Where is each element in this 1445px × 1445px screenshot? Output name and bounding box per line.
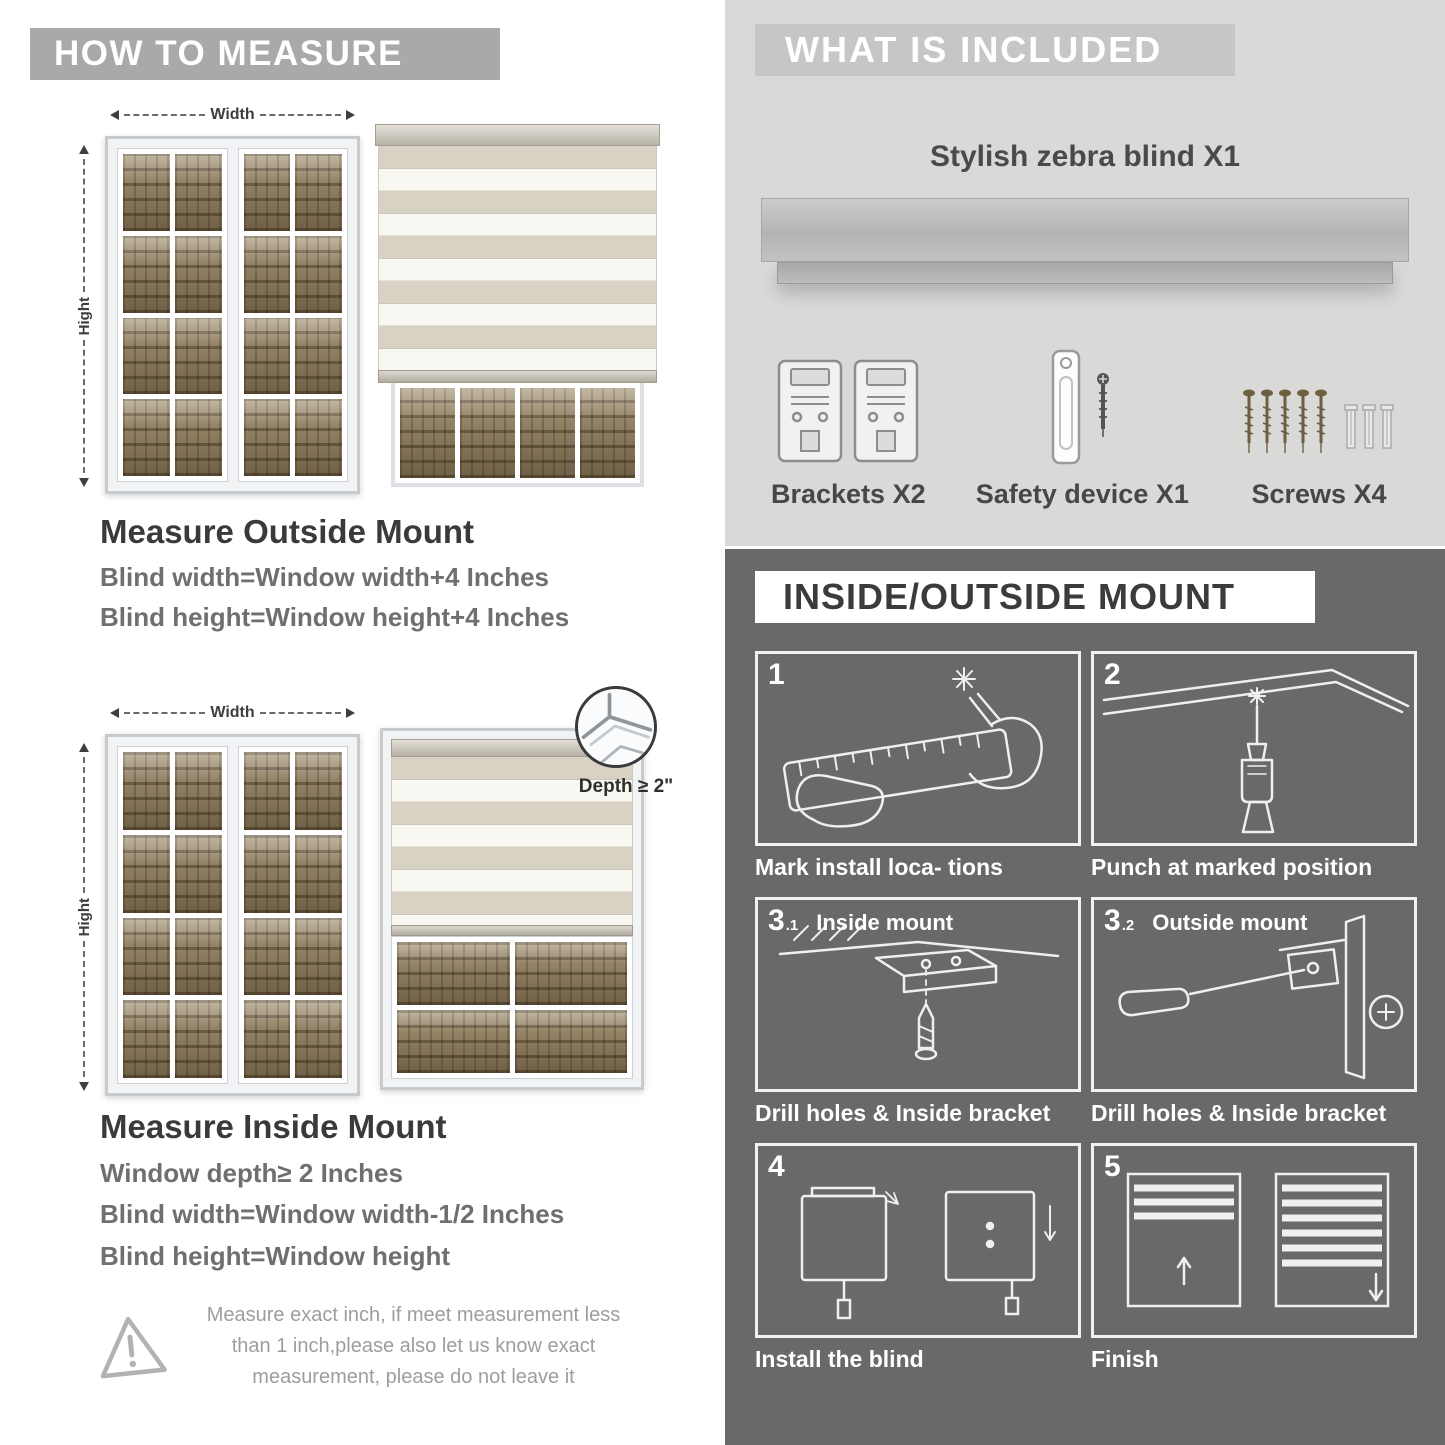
arrowhead-up-icon xyxy=(79,738,89,752)
mount-step-3-2: 3.2 Outside mount xyxy=(1091,897,1417,1127)
what-is-included-header: WHAT IS INCLUDED xyxy=(755,24,1235,76)
window-illustration xyxy=(105,734,360,1096)
mount-step-5: 5 Finish xyxy=(1091,1143,1417,1373)
height-arrow-icon: Hight xyxy=(75,140,93,492)
step-panel: 5 xyxy=(1091,1143,1417,1338)
step-panel: 3.2 Outside mount xyxy=(1091,897,1417,1092)
mount-step-2: 2 Punc xyxy=(1091,651,1417,881)
height-label: Hight xyxy=(75,296,93,336)
window-bottom xyxy=(391,936,633,1079)
what-is-included-section: WHAT IS INCLUDED Stylish zebra blind X1 xyxy=(725,0,1445,546)
finish-blinds-illustration xyxy=(1126,1172,1390,1308)
step-caption: Drill holes & Inside bracket xyxy=(1091,1100,1387,1126)
screws-label: Screws X4 xyxy=(1251,479,1387,509)
arrowhead-right-icon xyxy=(346,708,360,718)
included-item-screws: Screws X4 xyxy=(1239,318,1399,510)
blind-stripes xyxy=(391,757,633,925)
step-title: Outside mount xyxy=(1152,910,1308,935)
valance-illustration xyxy=(777,262,1393,284)
blind-bottomrail xyxy=(378,370,657,383)
step-number: 3 xyxy=(768,904,785,937)
window-illustration xyxy=(105,136,360,494)
step-caption: Drill holes & Inside bracket xyxy=(755,1100,1051,1126)
height-arrow-icon: Hight xyxy=(75,738,93,1096)
inside-mount-line: Blind height=Window height xyxy=(100,1241,450,1271)
brackets-icon xyxy=(778,359,919,463)
step-number: 1 xyxy=(768,658,785,691)
warning-text: Measure exact inch, if meet measurement … xyxy=(206,1304,621,1388)
mount-step-3-1: 3.1 Inside mount xyxy=(755,897,1081,1127)
mark-location-illustration xyxy=(782,667,1043,828)
step-caption: Punch at marked position xyxy=(1091,854,1373,880)
outside-mount-line: Blind height=Window height+4 Inches xyxy=(100,602,570,632)
safety-device-icon xyxy=(1052,349,1110,465)
arrowhead-left-icon xyxy=(105,110,119,120)
inside-mount-title: Measure Inside Mount xyxy=(100,1108,447,1145)
blind-stripes xyxy=(378,146,657,370)
window-door xyxy=(117,148,228,482)
arrowhead-down-icon xyxy=(79,1082,89,1096)
blind-item-label: Stylish zebra blind X1 xyxy=(929,140,1241,173)
mount-step-4: 4 xyxy=(755,1143,1081,1373)
step-number: 4 xyxy=(768,1150,785,1183)
width-label: Width xyxy=(210,704,255,721)
blind-headrail xyxy=(375,124,660,146)
brackets-label: Brackets X2 xyxy=(771,479,926,509)
window-door xyxy=(237,746,348,1084)
mount-step-1: 1 xyxy=(755,651,1081,881)
outside-mount-line: Blind width=Window width+4 Inches xyxy=(100,562,549,592)
included-items: Brackets X2 Safety device X1 xyxy=(725,318,1445,510)
measure-warning: Measure exact inch, if meet measurement … xyxy=(95,1300,640,1393)
step-panel: 4 xyxy=(755,1143,1081,1338)
step-panel: 3.1 Inside mount xyxy=(755,897,1081,1092)
mount-section-header: INSIDE/OUTSIDE MOUNT xyxy=(755,571,1315,623)
depth-detail-icon xyxy=(575,686,657,768)
inside-mount-illustration-row: Width Hight xyxy=(75,686,685,1114)
install-blind-illustration xyxy=(800,1186,1056,1320)
depth-label: Depth ≥ 2" xyxy=(578,776,674,797)
warning-triangle-icon xyxy=(100,1316,167,1378)
step-panel: 2 xyxy=(1091,651,1417,846)
window-bottom xyxy=(391,383,644,487)
width-arrow-icon: Width xyxy=(105,106,360,124)
outside-bracket-illustration xyxy=(1118,914,1404,1080)
zebra-blind-inside-illustration xyxy=(380,728,644,1090)
drill-illustration xyxy=(1102,668,1410,834)
height-label: Hight xyxy=(75,897,93,937)
mount-instructions-section: INSIDE/OUTSIDE MOUNT 1 xyxy=(725,549,1445,1445)
window-door xyxy=(117,746,228,1084)
outside-mount-illustration-row: Width Hight xyxy=(75,100,685,500)
step-caption: Finish xyxy=(1091,1346,1159,1372)
screws-icon xyxy=(1243,389,1394,453)
step-panel: 1 xyxy=(755,651,1081,846)
step-caption: Install the blind xyxy=(755,1346,924,1372)
how-to-measure-header: HOW TO MEASURE xyxy=(30,28,500,80)
mount-step-grid: 1 xyxy=(755,651,1417,1373)
step-number: 5 xyxy=(1104,1150,1121,1183)
window-door xyxy=(237,148,348,482)
inside-mount-line: Window depth≥ 2 Inches xyxy=(100,1158,403,1188)
arrowhead-down-icon xyxy=(79,478,89,492)
step-caption: Mark install loca- tions xyxy=(755,854,1003,880)
step-number: 2 xyxy=(1104,658,1121,691)
width-arrow-icon: Width xyxy=(105,704,360,722)
included-item-safety-device: Safety device X1 xyxy=(976,318,1189,510)
arrowhead-right-icon xyxy=(346,110,360,120)
step-title: Inside mount xyxy=(816,910,954,935)
inside-mount-line: Blind width=Window width-1/2 Inches xyxy=(100,1199,565,1229)
inside-bracket-illustration xyxy=(778,925,1060,1061)
width-label: Width xyxy=(210,106,255,123)
outside-mount-title: Measure Outside Mount xyxy=(100,513,475,550)
step-number: 3 xyxy=(1104,904,1121,937)
zebra-blind-outside-illustration xyxy=(375,124,660,487)
included-item-brackets: Brackets X2 xyxy=(771,318,926,510)
arrowhead-up-icon xyxy=(79,140,89,154)
headrail-illustration xyxy=(761,198,1409,262)
blind-bottomrail xyxy=(391,925,633,936)
arrowhead-left-icon xyxy=(105,708,119,718)
safety-device-label: Safety device X1 xyxy=(975,479,1189,509)
